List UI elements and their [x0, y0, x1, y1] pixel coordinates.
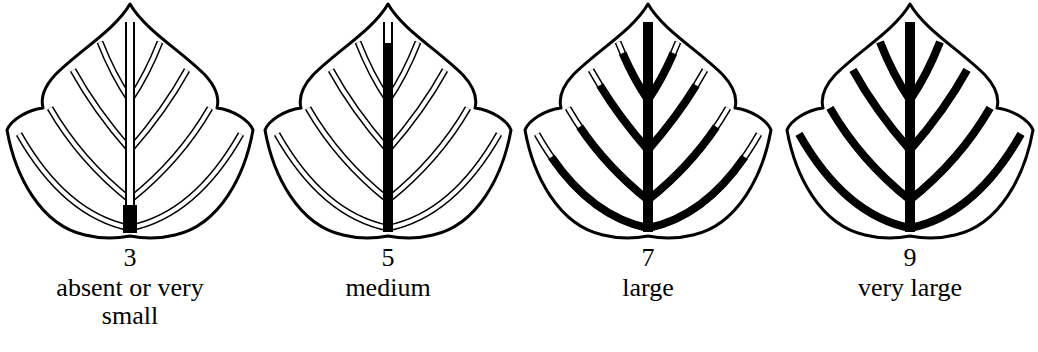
level-caption: very large [810, 274, 1010, 302]
level-caption: large [548, 274, 748, 302]
score-number: 9 [870, 244, 950, 272]
level-caption: medium [288, 274, 488, 302]
score-number: 7 [608, 244, 688, 272]
leaf-9 [787, 4, 1033, 238]
score-number: 5 [348, 244, 428, 272]
level-caption: absent or very small [30, 274, 230, 330]
leaf-3 [7, 4, 253, 238]
leaf-5 [265, 4, 511, 238]
leaf-7 [525, 4, 771, 238]
score-number: 3 [90, 244, 170, 272]
